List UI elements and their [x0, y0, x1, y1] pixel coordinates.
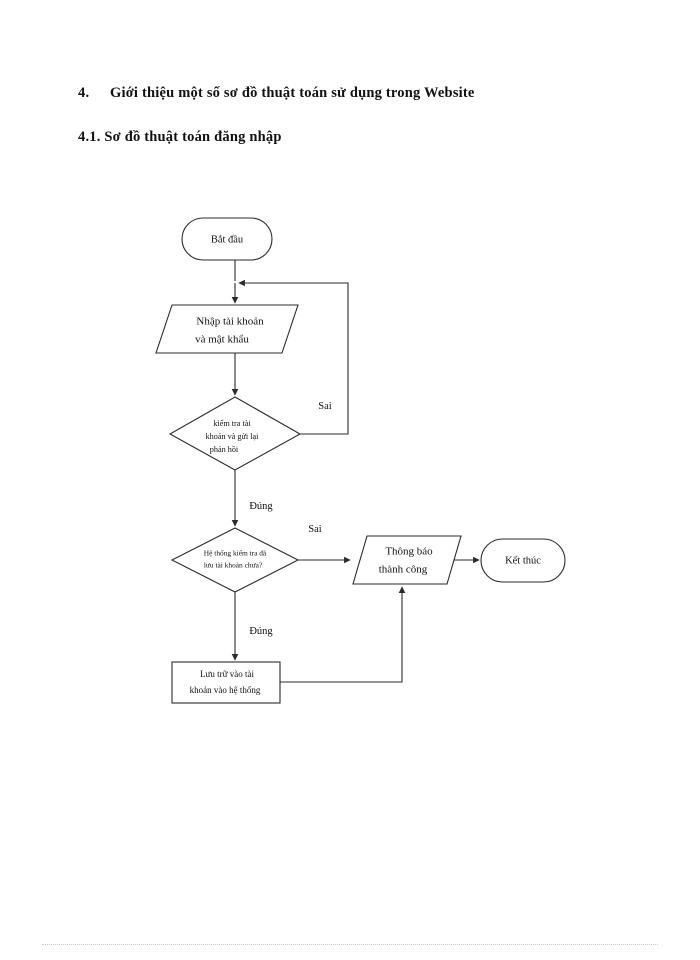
store-label-line2: khoản vào hệ thống — [190, 685, 261, 695]
node-check-account: kiểm tra tài khoản và gửi lại phản hồi — [168, 396, 302, 471]
connector-check-account-false-loop — [238, 279, 349, 435]
heading-section-4-1: 4.1. Sơ đồ thuật toán đăng nhập — [78, 129, 282, 145]
check-account-diamond-shape — [168, 396, 302, 471]
notify-label-line1: Thông báo — [385, 546, 433, 558]
check-saved-label-line1: Hệ thống kiểm tra đã — [204, 549, 267, 558]
store-label-line1: Lưu trữ vào tài — [200, 669, 254, 679]
node-check-saved: Hệ thống kiểm tra đã lưu tài khoản chưa? — [170, 527, 300, 593]
check-account-label-line1: kiểm tra tài — [213, 419, 251, 428]
check-saved-label-line2: lưu tài khoản chưa? — [204, 561, 262, 570]
notify-label-line2: thành công — [379, 564, 428, 576]
check-account-label-line3: phản hồi — [210, 445, 239, 454]
notify-parallelogram-shape — [352, 535, 462, 585]
edge-label-check-saved-false: Sai — [308, 524, 322, 535]
end-label: Kết thúc — [505, 555, 541, 566]
end-terminal-shape — [480, 538, 566, 583]
node-input: Nhập tài khoản và mật khẩu — [155, 304, 299, 354]
node-end: Kết thúc — [480, 538, 566, 583]
heading-section-4: 4. Giới thiệu một số sơ đồ thuật toán sử … — [78, 84, 638, 103]
flow-edge-labels: Sai Đúng Sai Đúng — [249, 401, 331, 637]
flow-connectors — [231, 260, 480, 683]
input-label-line2: và mật khẩu — [195, 334, 249, 346]
heading-text: Giới thiệu một số sơ đồ thuật toán sử dụ… — [110, 85, 475, 101]
node-start: Bắt đầu — [181, 217, 273, 261]
edge-label-check-account-false: Sai — [318, 401, 332, 412]
connector-store-to-notify — [280, 586, 406, 683]
start-label: Bắt đầu — [211, 234, 244, 245]
heading-number: 4. — [78, 85, 90, 101]
input-label-line1: Nhập tài khoản — [196, 316, 264, 328]
start-terminal-shape — [181, 217, 273, 261]
check-account-label-line2: khoản và gửi lại — [206, 432, 260, 441]
node-notify: Thông báo thành công — [352, 535, 462, 585]
node-store: Lưu trữ vào tài khoản vào hệ thống — [171, 661, 281, 704]
store-process-shape — [171, 661, 281, 704]
check-saved-diamond-shape — [170, 527, 300, 593]
edge-label-check-account-true: Đúng — [249, 501, 273, 512]
footer-separator — [42, 944, 658, 945]
input-parallelogram-shape — [155, 304, 299, 354]
page-title: 4. Giới thiệu một số sơ đồ thuật toán sử … — [78, 84, 638, 103]
edge-label-check-saved-true: Đúng — [249, 626, 273, 637]
